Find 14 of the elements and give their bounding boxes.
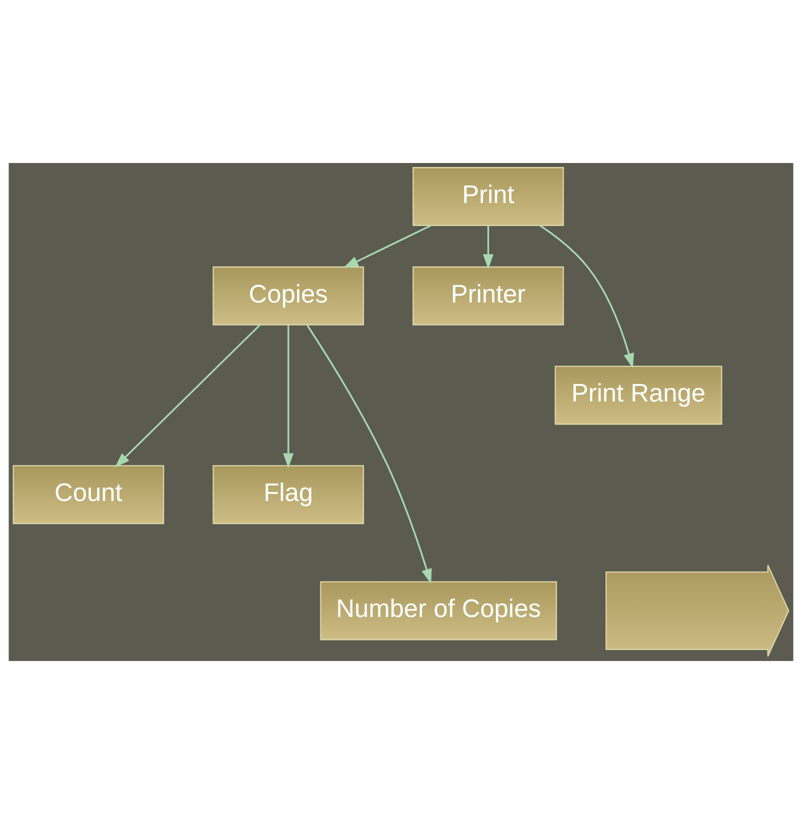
arrow — [482, 225, 494, 269]
arrow — [343, 224, 432, 268]
node-box: Print Range — [554, 365, 722, 424]
arrow — [539, 224, 634, 368]
arrow — [283, 324, 294, 468]
node-box: Print — [412, 166, 564, 226]
node-arrow — [606, 564, 790, 656]
node-box: Printer — [412, 266, 564, 325]
arrow — [306, 324, 432, 584]
node-box: Copies — [212, 266, 364, 325]
node-box: Count — [12, 464, 164, 524]
node-box: Flag — [212, 464, 364, 524]
node-box: Number of Copies — [320, 580, 557, 640]
arrow — [114, 324, 260, 468]
